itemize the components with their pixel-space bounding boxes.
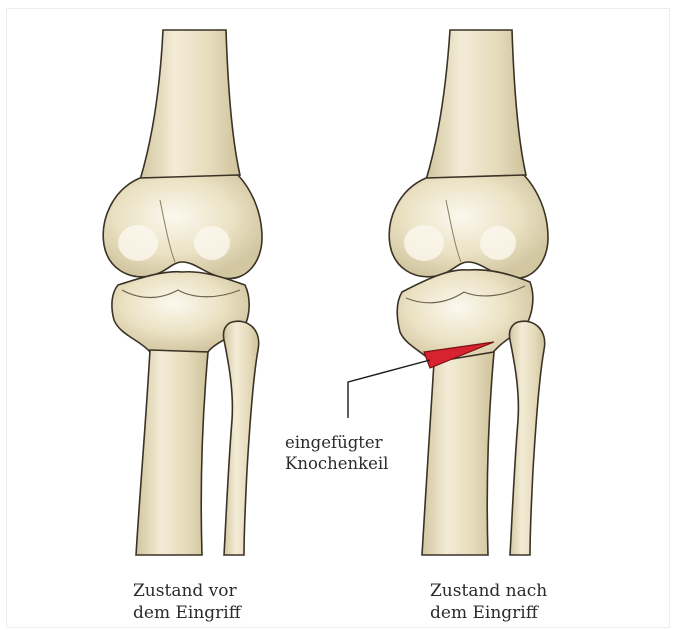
caption-after: Zustand nach dem Eingriff <box>430 580 590 624</box>
wedge-callout-label: eingefügter Knochenkeil <box>285 432 425 474</box>
fibula-after <box>509 321 544 555</box>
callout-leader-line <box>348 360 430 418</box>
tibia-shaft-before <box>136 350 208 555</box>
femur-condyles-before <box>103 175 262 279</box>
knee-after <box>389 30 548 555</box>
fibula-before <box>223 321 258 555</box>
femur-condyles-after <box>389 175 548 279</box>
femur-shaft-before <box>140 30 240 180</box>
knee-before <box>103 30 262 555</box>
caption-before: Zustand vor dem Eingriff <box>133 580 283 624</box>
femur-shaft-after <box>426 30 526 180</box>
tibia-shaft-after <box>422 352 494 555</box>
